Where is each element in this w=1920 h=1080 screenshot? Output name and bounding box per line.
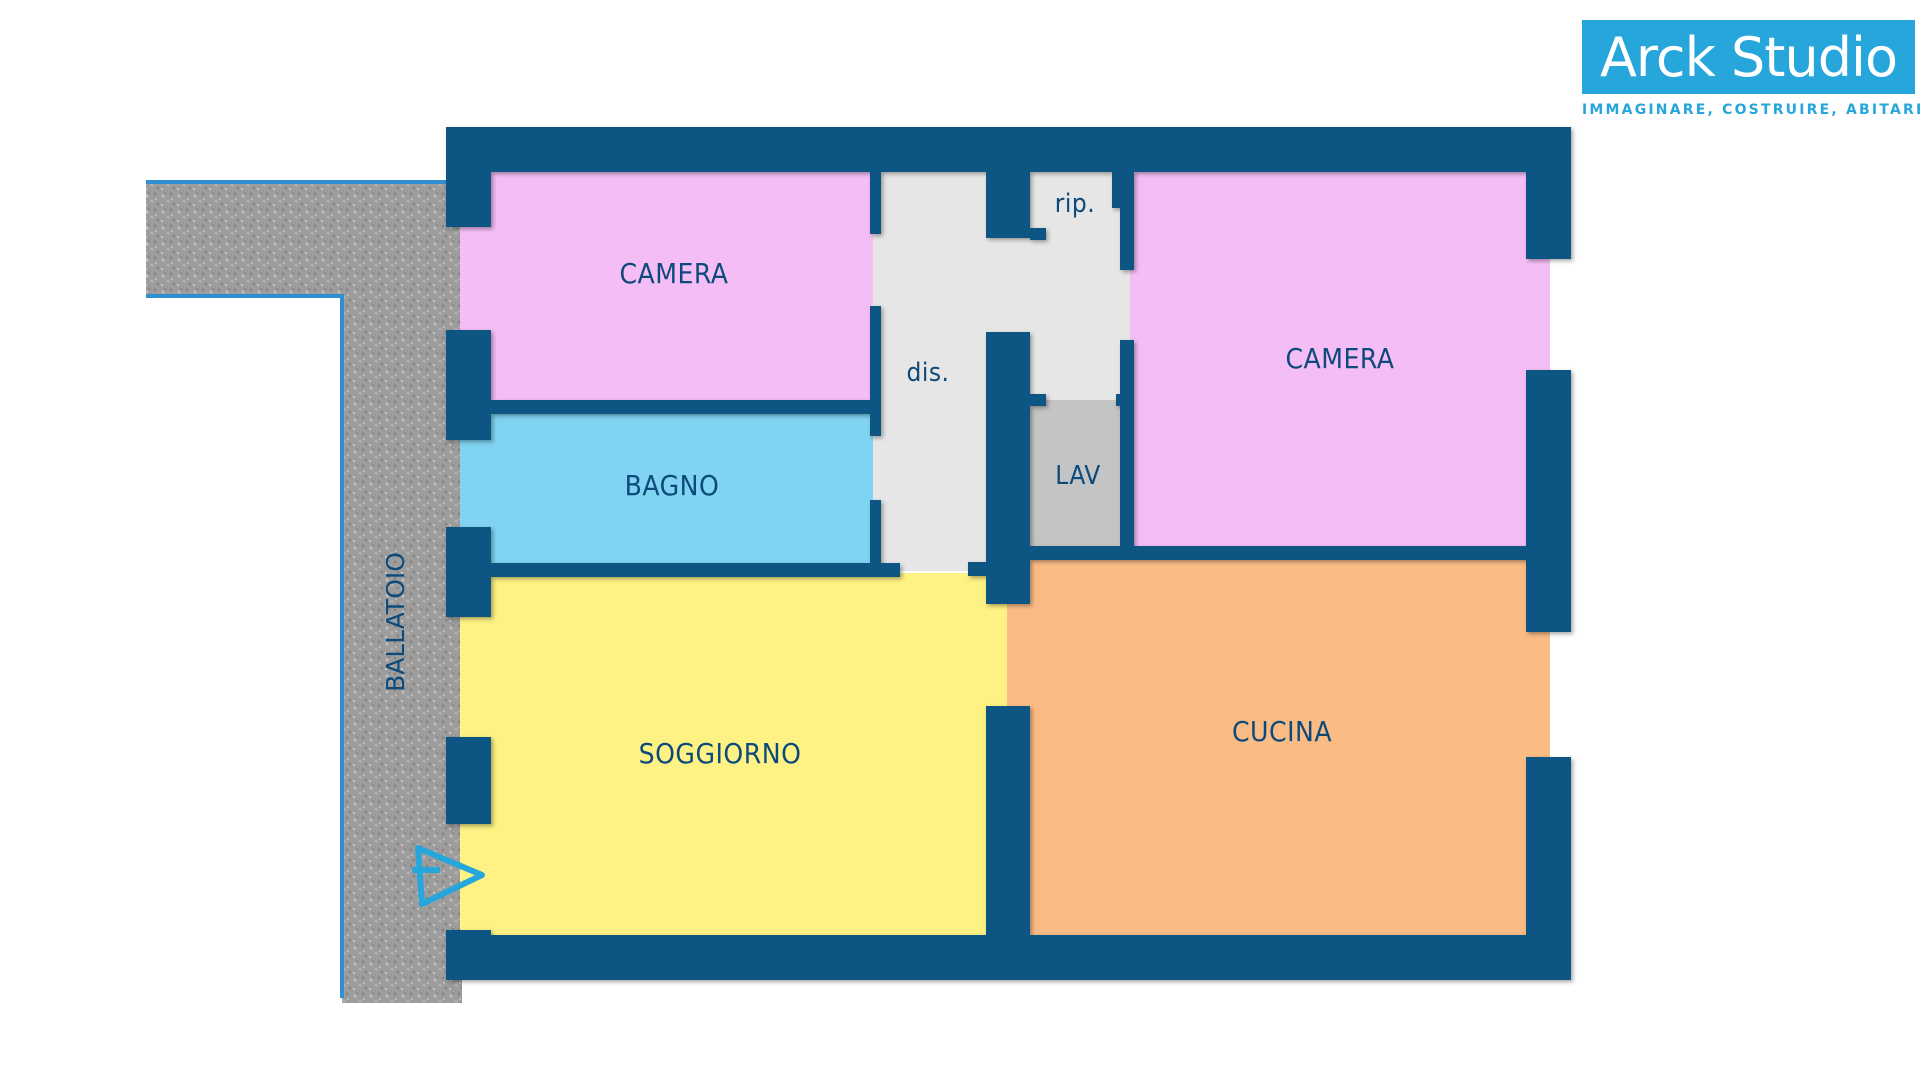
label-cucina: CUCINA [1232, 715, 1332, 748]
entrance-arrow-icon [412, 845, 485, 907]
ballatoio-area [146, 180, 462, 1003]
label-camera-right: CAMERA [1285, 342, 1394, 375]
label-bagno: BAGNO [625, 469, 720, 502]
brand-name: Arck Studio [1599, 25, 1898, 89]
room-camera-left [460, 172, 878, 404]
label-lavanderia: LAV [1055, 461, 1100, 491]
label-disimpegno: dis. [907, 358, 950, 388]
room-soggiorno [460, 573, 1010, 935]
label-soggiorno: SOGGIORNO [639, 737, 802, 770]
label-camera-left: CAMERA [619, 257, 728, 290]
brand-logo: Arck Studio IMMAGINARE, COSTRUIRE, ABITA… [1582, 20, 1920, 120]
label-ripostiglio: rip. [1055, 189, 1095, 219]
room-bagno [460, 412, 878, 565]
label-ballatoio: BALLATOIO [381, 552, 410, 692]
room-camera-right [1130, 172, 1550, 550]
brand-tagline: IMMAGINARE, COSTRUIRE, ABITARE [1582, 102, 1920, 118]
room-lavanderia [1026, 400, 1126, 550]
brand-logo-box: Arck Studio [1582, 20, 1915, 94]
room-cucina [1007, 560, 1550, 935]
walls [446, 127, 1571, 980]
